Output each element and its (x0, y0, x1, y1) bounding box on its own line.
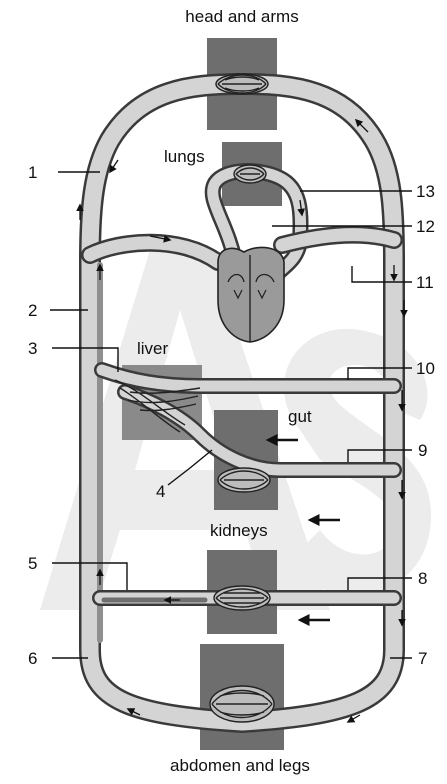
label-lungs: lungs (164, 147, 205, 166)
number-13: 13 (416, 182, 435, 201)
label-liver: liver (137, 339, 169, 358)
head-capillaries (216, 74, 268, 94)
number-9: 9 (418, 441, 427, 460)
number-7: 7 (418, 649, 427, 668)
kidney-capillaries (214, 586, 270, 610)
number-12: 12 (416, 217, 435, 236)
number-8: 8 (418, 569, 427, 588)
number-3: 3 (28, 339, 37, 358)
number-11: 11 (416, 273, 434, 292)
gut-capillaries (218, 468, 270, 492)
label-gut: gut (288, 407, 312, 426)
number-10: 10 (416, 359, 435, 378)
number-1: 1 (28, 163, 37, 182)
number-2: 2 (28, 301, 37, 320)
title-abdomen-and-legs: abdomen and legs (170, 756, 310, 775)
label-kidneys: kidneys (210, 521, 268, 540)
lung-capillaries (234, 165, 266, 183)
number-4: 4 (156, 482, 165, 501)
legs-capillaries (210, 686, 274, 722)
number-5: 5 (28, 554, 37, 573)
number-6: 6 (28, 649, 37, 668)
title-head-and-arms: head and arms (185, 7, 298, 26)
heart (218, 247, 284, 342)
